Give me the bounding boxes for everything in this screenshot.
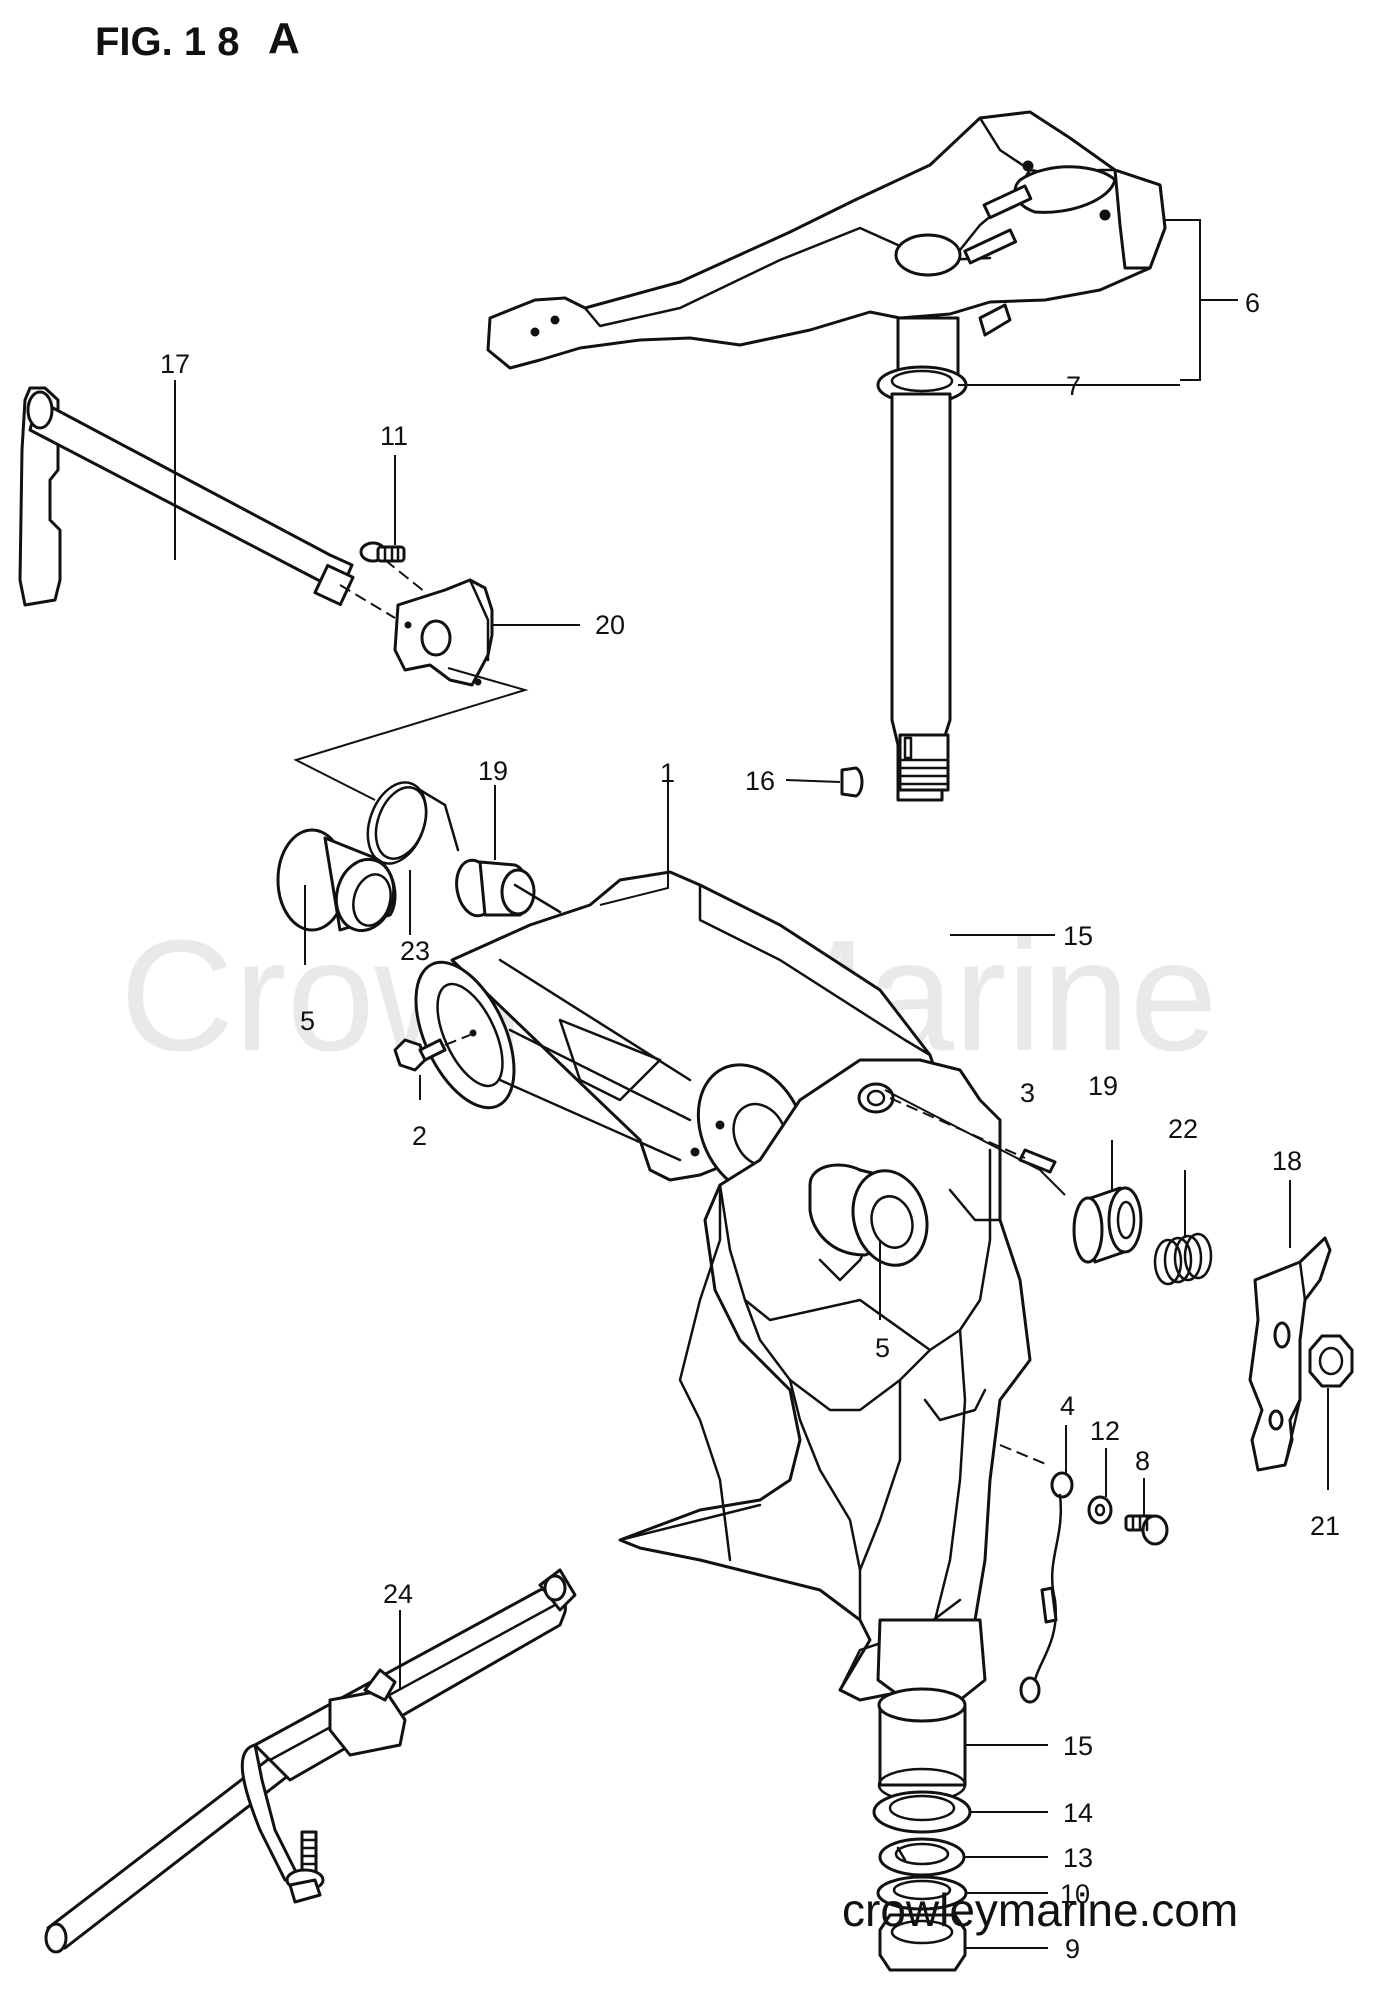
- part-16-key: [785, 766, 864, 798]
- part-12-washer: [1087, 1495, 1113, 1525]
- website-url[interactable]: crowleymarine.com: [842, 1884, 1238, 1936]
- part-14-washer: [872, 1790, 972, 1834]
- part-17-tilt-rod: [18, 386, 355, 607]
- part-6-steering-bracket: [486, 110, 1167, 370]
- callout-3: 3: [1020, 1078, 1035, 1108]
- part-20-plate: [393, 578, 494, 687]
- callout-6: 6: [1245, 288, 1260, 318]
- callout-4: 4: [1060, 1391, 1075, 1421]
- part-18-lock-lever: [1248, 1236, 1332, 1472]
- callout-18: 18: [1272, 1146, 1302, 1176]
- callout-24: 24: [383, 1579, 413, 1609]
- callout-19b: 19: [1088, 1071, 1118, 1101]
- part-5-bush-left: [276, 828, 397, 933]
- callout-20: 20: [595, 610, 625, 640]
- callout-8: 8: [1135, 1446, 1150, 1476]
- callout-12: 12: [1090, 1416, 1120, 1446]
- part-4-ground-wire: [999, 1444, 1074, 1704]
- callout-23: 23: [400, 936, 430, 966]
- callout-22: 22: [1168, 1114, 1198, 1144]
- callout-5b: 5: [875, 1333, 890, 1363]
- callout-5a: 5: [300, 1006, 315, 1036]
- callout-11: 11: [380, 421, 408, 451]
- callout-21: 21: [1310, 1511, 1340, 1541]
- part-19-bush-top: [455, 858, 562, 918]
- callout-17: 17: [160, 349, 190, 379]
- part-19-bush-right: [1072, 1186, 1143, 1264]
- leader-lines: [174, 219, 1329, 1949]
- part-15-bush-lower: [877, 1687, 967, 1803]
- callout-labels: 1 2 3 4 5 5 6 7 8 9 10 11 12 13 14 15 15…: [160, 288, 1340, 1964]
- callout-9: 9: [1065, 1934, 1080, 1964]
- part-7-steering-shaft: [876, 316, 968, 802]
- part-13-washer: [878, 1837, 966, 1877]
- part-2-grease-nipple: [393, 1029, 477, 1072]
- figure-variant: A: [268, 14, 300, 63]
- part-21-nut: [1308, 1334, 1354, 1388]
- callout-19a: 19: [478, 756, 508, 786]
- callout-10: 10: [1060, 1879, 1090, 1909]
- callout-15b: 15: [1063, 1731, 1093, 1761]
- part-24-friction-adjuster: [44, 1568, 577, 1954]
- part-8-screw: [1124, 1514, 1169, 1546]
- callout-1: 1: [660, 758, 675, 788]
- figure-title: FIG. 1 8: [95, 20, 240, 64]
- callout-2: 2: [412, 1121, 427, 1151]
- callout-7: 7: [1066, 371, 1081, 401]
- assembly-lines: [293, 559, 529, 801]
- part-22-spring: [1153, 1232, 1213, 1286]
- callout-15a: 15: [1063, 921, 1093, 951]
- callout-14: 14: [1063, 1798, 1093, 1828]
- part-11-bolt: [359, 541, 406, 563]
- callout-16: 16: [745, 766, 775, 796]
- part-5-bush-middle: [808, 1163, 929, 1267]
- part-9-nut: [878, 1913, 967, 1972]
- callout-13: 13: [1063, 1843, 1093, 1873]
- part-3-pin: [884, 1089, 1066, 1196]
